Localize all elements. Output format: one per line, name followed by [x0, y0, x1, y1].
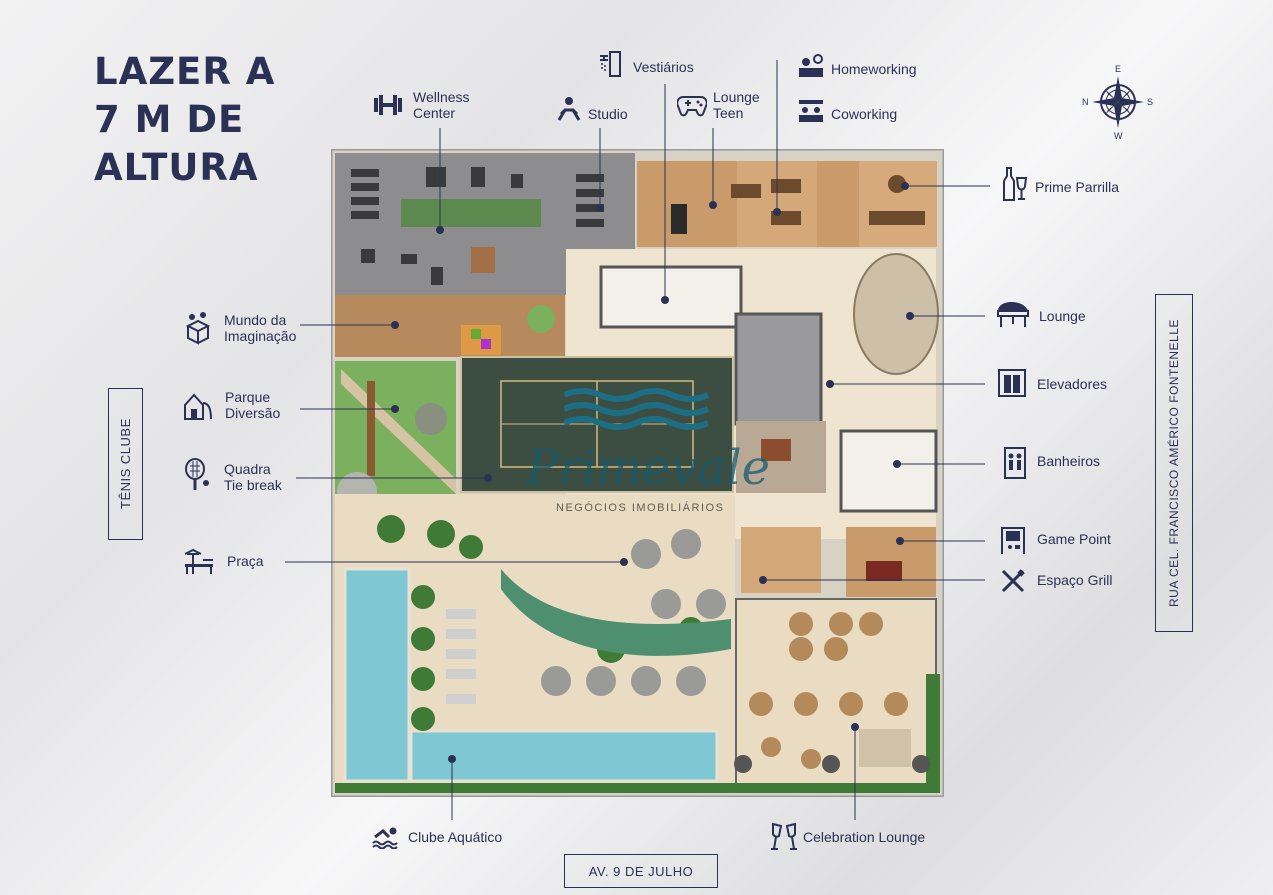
page-title: LAZER A 7 M DE ALTURA — [94, 48, 275, 192]
label-homeworking: Homeworking — [831, 61, 917, 77]
coworking-room — [817, 161, 859, 247]
label-clube-aquatico: Clube Aquático — [408, 829, 503, 845]
label-prime-parrilla: Prime Parrilla — [1035, 179, 1120, 195]
coworking-icon — [797, 98, 825, 124]
swimmer-icon — [371, 825, 399, 851]
label-vestiarios: Vestiários — [633, 59, 694, 75]
label-studio: Studio — [588, 106, 628, 122]
park-bench-icon — [183, 548, 213, 574]
espaco-grill-room — [741, 527, 821, 593]
banheiros-room — [839, 429, 938, 513]
label-lounge: Lounge — [1039, 308, 1086, 324]
gamepad-icon — [676, 93, 708, 119]
label-wellness-center: Wellness Center — [413, 89, 470, 121]
studio-yoga-icon — [555, 96, 583, 122]
label-mundo-line-1: Mundo da — [224, 312, 287, 328]
label-elevadores: Elevadores — [1037, 376, 1108, 392]
label-quadra-tie-break: Quadra Tie break — [224, 461, 282, 493]
compass-east-label: E — [1115, 64, 1122, 74]
homeworking-room — [737, 161, 817, 247]
label-celebration-lounge: Celebration Lounge — [803, 829, 926, 845]
label-wellness-line-1: Wellness — [413, 89, 470, 105]
title-line-1: LAZER A — [94, 50, 276, 93]
label-parque-line-2: Diversão — [225, 405, 281, 421]
parrilla-room — [859, 161, 937, 247]
label-praca: Praça — [227, 553, 264, 569]
watermark-sub: NEGÓCIOS IMOBILIÁRIOS — [556, 502, 725, 514]
floor-plan-illustration — [331, 149, 944, 797]
playground-house-icon — [183, 391, 212, 420]
label-parque-diversao: Parque Diversão — [225, 389, 280, 421]
arcade-machine-icon — [998, 524, 1026, 554]
clube-aquatico-pool — [343, 567, 411, 783]
label-coworking: Coworking — [831, 106, 898, 122]
label-wellness-line-2: Center — [413, 105, 456, 121]
label-parque-line-1: Parque — [225, 389, 271, 405]
title-line-2: 7 M DE — [94, 98, 245, 141]
label-lounge-teen: Lounge Teen — [713, 89, 760, 121]
watermark-brand: Primevale — [526, 440, 771, 496]
compass-north-label: N — [1082, 97, 1089, 107]
piano-icon — [996, 297, 1029, 327]
homeworking-icon — [797, 54, 825, 80]
title-line-3: ALTURA — [94, 146, 259, 189]
label-game-point: Game Point — [1037, 531, 1111, 547]
grill-utensils-icon — [1000, 568, 1028, 594]
compass-south-label: S — [1147, 97, 1154, 107]
street-av-9-de-julho: AV. 9 DE JULHO — [564, 854, 718, 888]
street-rua-cel-francisco: RUA CEL. FRANCISCO AMÉRICO FONTENELLE — [1155, 294, 1193, 632]
elevator-icon — [997, 368, 1026, 397]
lounge-oval — [853, 253, 939, 375]
restroom-icon — [1003, 446, 1031, 479]
dumbbell-icon — [373, 92, 402, 118]
label-lounge-teen-line-1: Lounge — [713, 89, 760, 105]
compass-west-label: W — [1114, 131, 1123, 141]
mundo-imaginacao-area — [335, 295, 565, 357]
label-quadra-line-2: Tie break — [224, 477, 282, 493]
label-mundo-line-2: Imaginação — [224, 328, 297, 344]
tennis-racket-icon — [183, 458, 211, 490]
vestiarios-room — [599, 265, 743, 329]
wine-bottle-glass-icon — [1002, 166, 1030, 201]
street-tenis-clube: TÊNIS CLUBE — [108, 388, 143, 540]
label-banheiros: Banheiros — [1037, 453, 1101, 469]
shower-icon — [596, 50, 624, 77]
toy-box-icon — [183, 310, 211, 345]
compass-rose-icon: E N S W — [1082, 64, 1154, 141]
label-lounge-teen-line-2: Teen — [713, 105, 744, 121]
watermark-waves-icon — [562, 383, 710, 438]
champagne-glasses-icon — [770, 820, 798, 850]
label-quadra-line-1: Quadra — [224, 461, 271, 477]
label-mundo-imaginacao: Mundo da Imaginação — [224, 312, 296, 344]
elevator-core — [734, 312, 823, 426]
label-espaco-grill: Espaço Grill — [1037, 572, 1113, 588]
